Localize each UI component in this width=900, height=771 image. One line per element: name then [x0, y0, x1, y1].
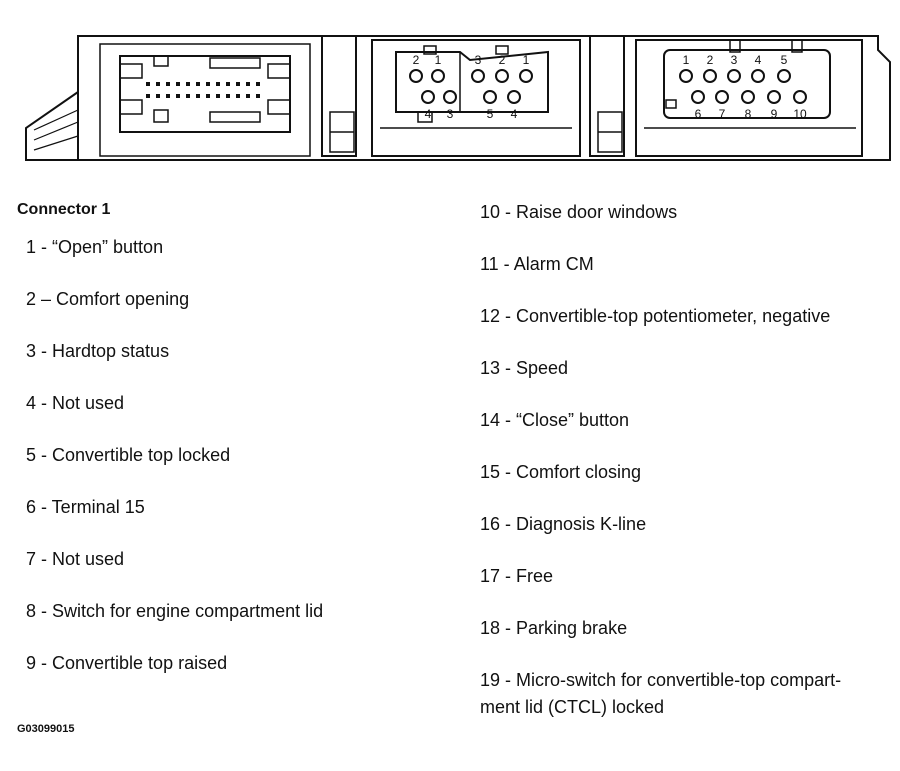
pin-label: 4 — [755, 53, 762, 67]
pin-description: 6 - Terminal 15 — [26, 497, 145, 517]
pin-label: 1 — [683, 53, 690, 67]
pin-label: 9 — [771, 107, 778, 121]
connector-a — [99, 43, 311, 157]
pin-description: 8 - Switch for engine compartment lid — [26, 601, 324, 621]
pin-label: 5 — [487, 107, 494, 121]
pin-label: 2 — [413, 53, 420, 67]
connector-b-pin-circles — [409, 69, 533, 104]
pin-label: 3 — [475, 53, 482, 67]
pin-label: 1 — [435, 53, 442, 67]
pin-description: 11 - Alarm CM — [480, 254, 594, 274]
pin-description: 12 - Convertible-top potentiometer, nega… — [480, 306, 831, 326]
pin-label: 6 — [695, 107, 702, 121]
pin-label: 3 — [447, 107, 454, 121]
pin-description: 9 - Convertible top raised — [26, 653, 228, 673]
pin-description: 15 - Comfort closing — [480, 462, 642, 482]
pin-description: 4 - Not used — [26, 393, 125, 413]
figure-code: G03099015 — [17, 723, 75, 735]
pin-description: 16 - Diagnosis K-line — [480, 514, 647, 534]
pin-label: 3 — [731, 53, 738, 67]
pin-description: 10 - Raise door windows — [480, 202, 678, 222]
pin-description: 14 - “Close” button — [480, 410, 630, 430]
pin-description: 3 - Hardtop status — [26, 341, 170, 361]
pin-description: 18 - Parking brake — [480, 618, 628, 638]
pin-label: 10 — [793, 107, 807, 121]
pin-description: 13 - Speed — [480, 358, 569, 378]
latch-slot-1 — [321, 35, 357, 157]
latch-slot-2 — [589, 35, 625, 157]
pin-label: 7 — [719, 107, 726, 121]
connector-a-pins — [146, 82, 260, 98]
mounting-tab — [25, 91, 79, 161]
pin-label: 8 — [745, 107, 752, 121]
pin-description: 17 - Free — [480, 566, 554, 586]
pin-label: 2 — [499, 53, 506, 67]
pin-description: 7 - Not used — [26, 549, 125, 569]
pin-label: 4 — [511, 107, 518, 121]
connector-c — [635, 39, 863, 157]
pin-description: 1 - “Open” button — [26, 237, 164, 257]
pin-label: 2 — [707, 53, 714, 67]
pin-description: 2 – Comfort opening — [26, 289, 190, 309]
pin-description: 19 - Micro-switch for convertible-top co… — [480, 670, 842, 690]
connector-c-pin-circles — [679, 69, 807, 104]
pin-label: 5 — [781, 53, 788, 67]
pin-description: 5 - Convertible top locked — [26, 445, 231, 465]
connector-heading: Connector 1 — [17, 201, 111, 218]
connector-b — [371, 39, 581, 157]
connector-diagram: 2 1 3 2 1 4 3 5 4 1 2 3 4 5 6 7 8 9 10 — [25, 35, 891, 161]
pin-label: 1 — [523, 53, 530, 67]
pin-description-continued: ment lid (CTCL) locked — [480, 697, 665, 717]
pin-label: 4 — [425, 107, 432, 121]
